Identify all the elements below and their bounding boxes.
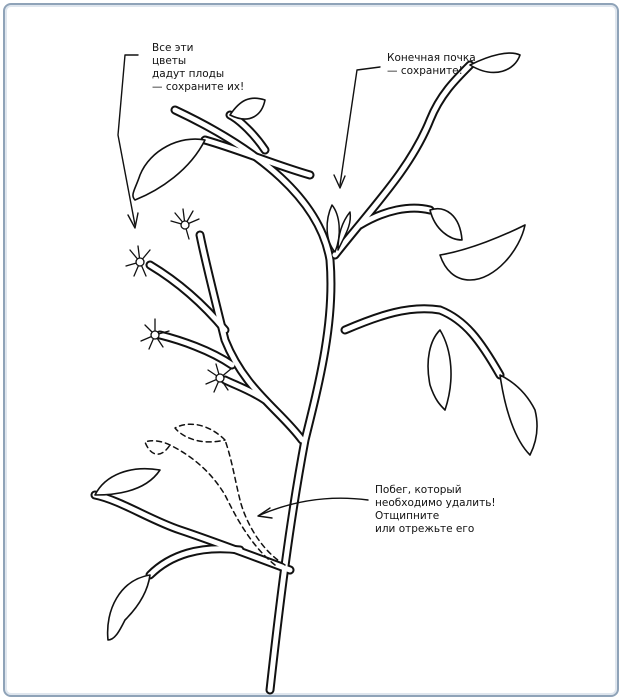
label-flowers: Все эти цветы дадут плоды — сохраните их… bbox=[152, 42, 245, 93]
pointer-arrows bbox=[117, 54, 381, 519]
frame-border bbox=[3, 3, 619, 697]
terminal-bud bbox=[326, 204, 352, 253]
label-terminal-bud: Конечная почка — сохраните! bbox=[387, 52, 476, 77]
label-side-shoot: Побег, который необходимо удалить! Отщип… bbox=[375, 484, 496, 535]
side-shoot-dashed bbox=[144, 423, 286, 566]
leaves bbox=[94, 52, 538, 641]
flowers bbox=[125, 208, 233, 393]
